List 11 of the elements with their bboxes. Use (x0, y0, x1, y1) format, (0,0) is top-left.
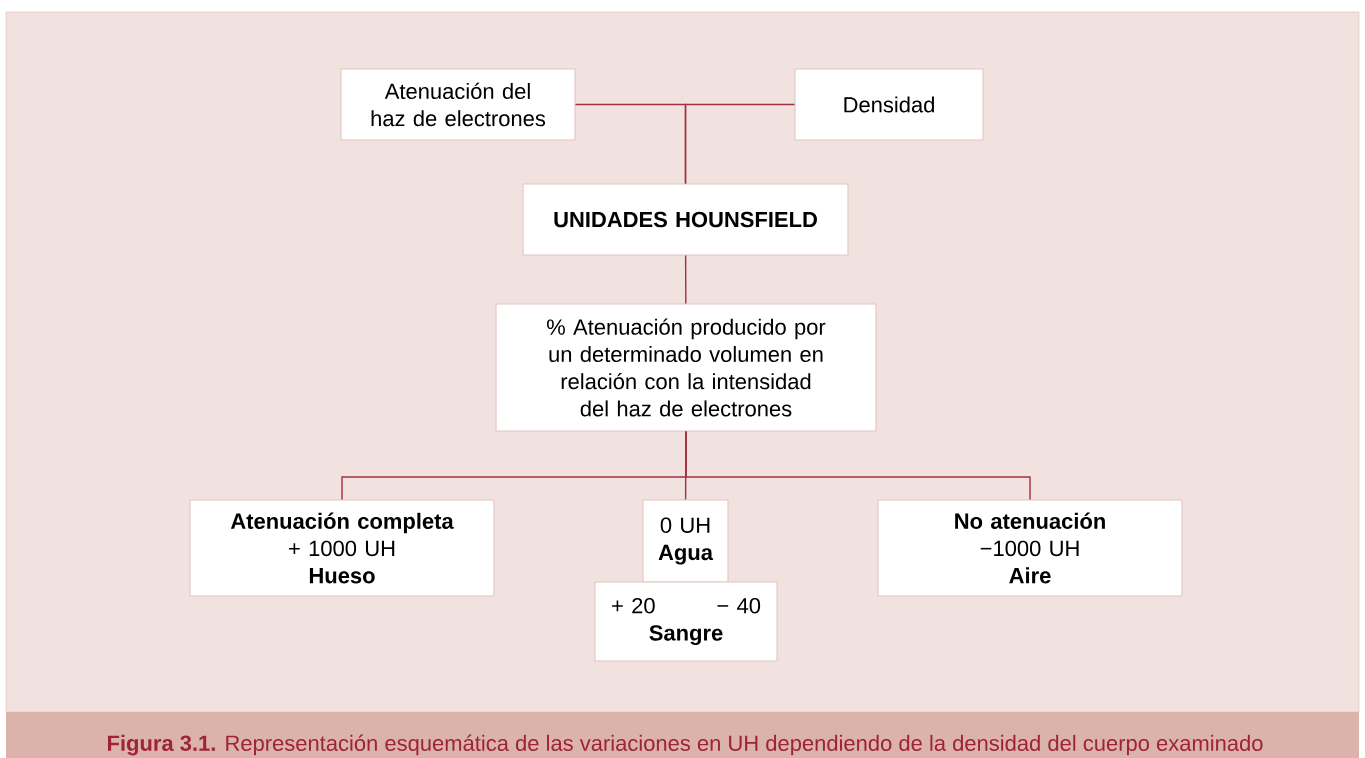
connector-line (685, 430, 1031, 501)
text-box: No atenuación −1000 UH Aire (877, 499, 1183, 597)
text-box: 0 UH Agua (642, 499, 729, 583)
caption: Figura 3.1. Representación esquemática de las variaciones en UH dependiendo de la densidad del cuerpo examinado (108, 734, 1263, 756)
text-box: Atenuación completa + 1000 UH Hueso (189, 499, 495, 597)
text-box: UNIDADES HOUNSFIELD (522, 183, 849, 256)
text-box: Densidad (794, 68, 984, 141)
text-box: % Atenuación producido por un determinado volumen en relación con la intensidad del haz de electrones (495, 303, 877, 432)
connector-line (684, 254, 687, 305)
text-box: Atenuación del haz de electrones (340, 68, 576, 141)
connector-line (684, 103, 796, 185)
